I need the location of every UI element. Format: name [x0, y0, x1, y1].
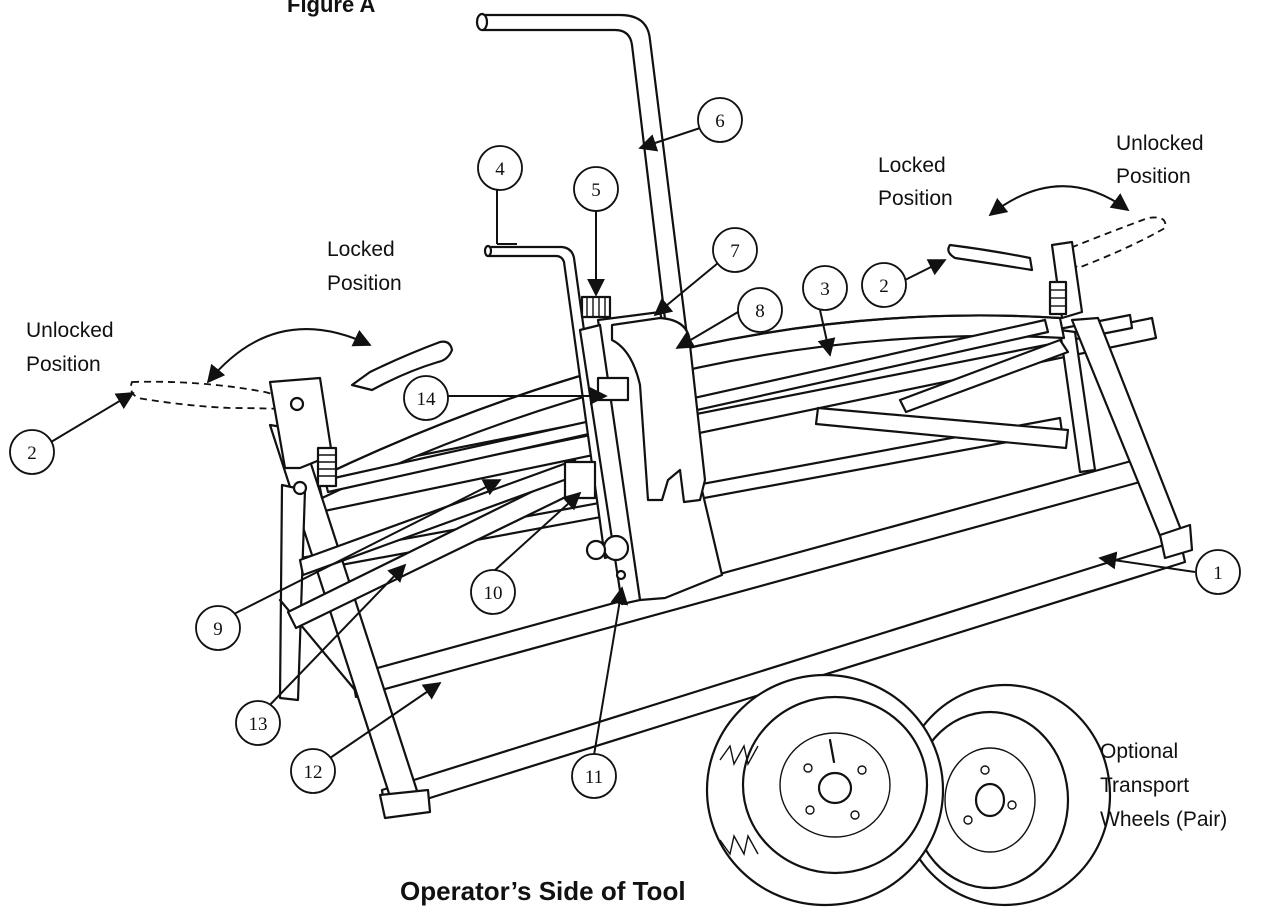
callout-number: 11 [585, 767, 603, 788]
callout-number: 4 [495, 159, 505, 180]
unlocked-position-right-label: Unlocked Position [1116, 132, 1204, 188]
callout-number: 8 [755, 301, 765, 322]
callout-14: 14 [403, 375, 449, 421]
locked-position-left-label: Locked Position [327, 238, 402, 295]
callout-number: 2 [27, 443, 37, 464]
svg-text:Position: Position [327, 272, 402, 295]
svg-text:Unlocked: Unlocked [1116, 132, 1204, 155]
callout-3: 3 [802, 265, 848, 311]
callout-number: 14 [417, 389, 437, 410]
svg-text:Transport: Transport [1100, 774, 1189, 797]
callout-1: 1 [1195, 549, 1241, 595]
svg-text:Optional: Optional [1100, 740, 1178, 763]
callout-10: 10 [470, 569, 516, 615]
callout-number: 6 [715, 111, 725, 132]
callout-11: 11 [571, 753, 617, 799]
svg-text:Locked: Locked [878, 154, 946, 177]
callout-9: 9 [195, 605, 241, 651]
right-lock-lever [947, 185, 1167, 320]
svg-text:Locked: Locked [327, 238, 395, 261]
callout-5: 5 [573, 166, 619, 212]
callout-number: 13 [249, 714, 268, 735]
callout-8: 8 [737, 287, 783, 333]
callout-7: 7 [712, 227, 758, 273]
callout-number: 2 [879, 276, 889, 297]
callout-number: 1 [1213, 563, 1223, 584]
leader-lines [45, 126, 1196, 759]
optional-wheels-label: Optional Transport Wheels (Pair) [1100, 740, 1227, 831]
callout-number: 9 [213, 619, 223, 640]
callout-6: 6 [697, 97, 743, 143]
callout-number: 5 [591, 180, 601, 201]
unlocked-position-left-label: Unlocked Position [26, 319, 114, 376]
callout-2-right: 2 [861, 262, 907, 308]
svg-text:Position: Position [1116, 165, 1191, 188]
caption: Operator’s Side of Tool [400, 876, 686, 906]
svg-text:Wheels (Pair): Wheels (Pair) [1100, 808, 1227, 831]
callout-2-left: 2 [9, 429, 55, 475]
transport-wheels [705, 673, 1112, 907]
locked-position-right-label: Locked Position [878, 154, 953, 210]
left-lock-lever [129, 328, 454, 496]
callout-12: 12 [290, 748, 336, 794]
figure-title: Figure A [287, 0, 376, 17]
callout-4: 4 [477, 145, 523, 191]
callout-number: 12 [304, 762, 323, 783]
svg-text:Position: Position [26, 353, 101, 376]
callout-number: 7 [730, 241, 740, 262]
svg-text:Unlocked: Unlocked [26, 319, 114, 342]
callout-number: 3 [820, 279, 830, 300]
callout-number: 10 [484, 583, 503, 604]
callout-13: 13 [235, 700, 281, 746]
svg-text:Position: Position [878, 187, 953, 210]
